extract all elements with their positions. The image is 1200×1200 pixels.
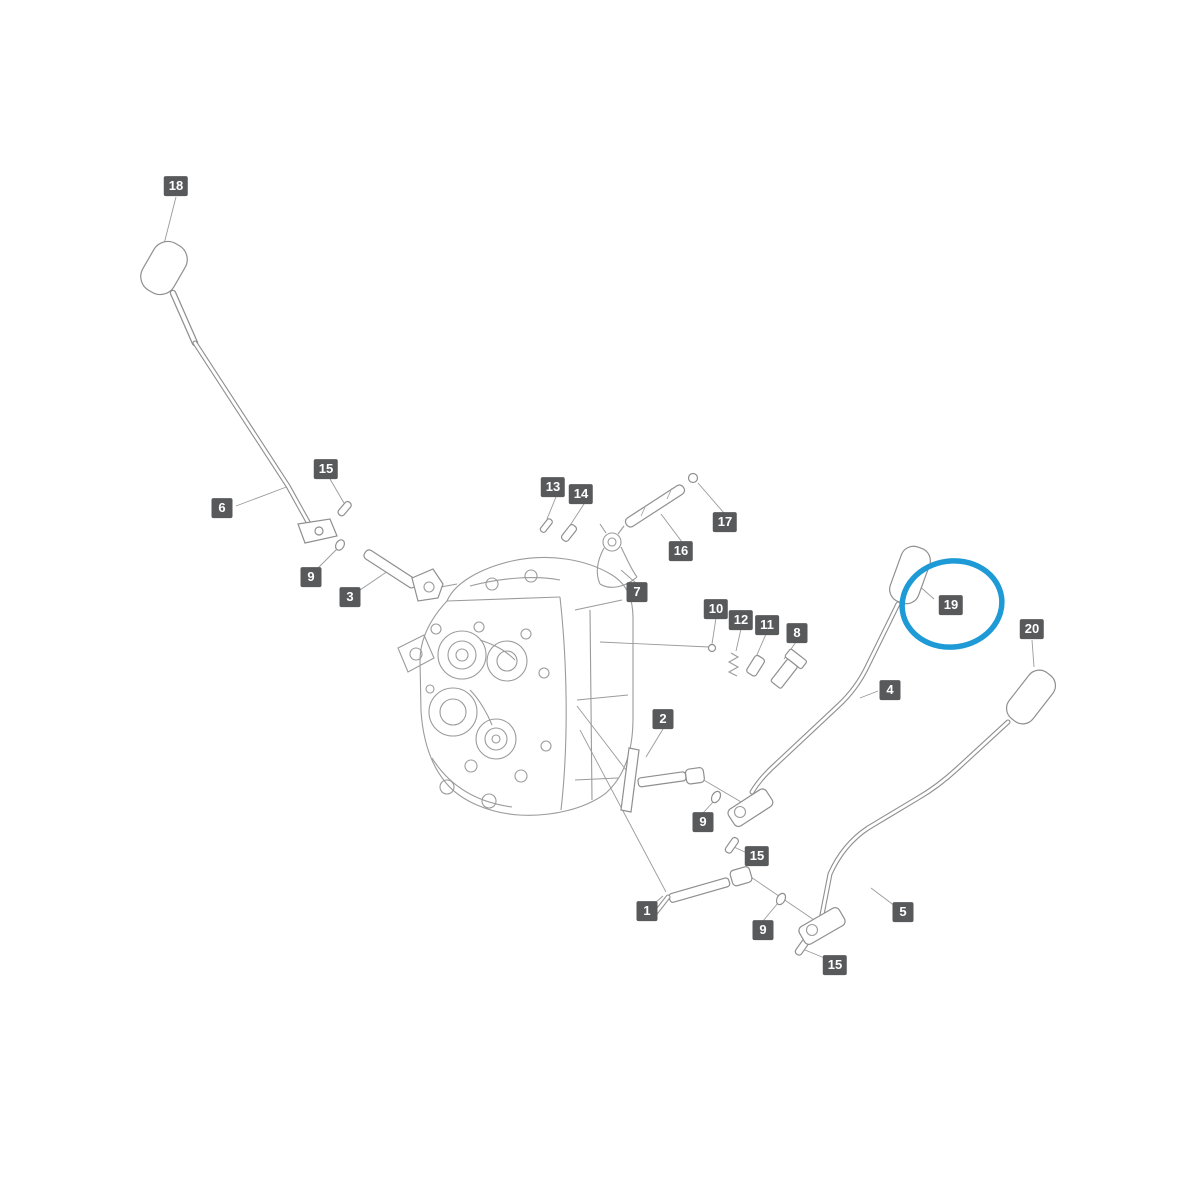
lever-1 <box>651 866 753 918</box>
gear-lever-6 <box>140 240 338 544</box>
highlight-circle <box>899 558 1005 650</box>
shift-knob-18 <box>140 240 188 296</box>
part-label-14[interactable]: 14 <box>568 484 594 504</box>
part-label-15c[interactable]: 15 <box>822 955 848 975</box>
part-label-12[interactable]: 12 <box>728 610 754 630</box>
transmission-housing <box>397 556 634 816</box>
pin-14 <box>560 524 578 542</box>
bolt-8 <box>770 648 808 689</box>
part-label-13[interactable]: 13 <box>540 477 566 497</box>
washer-9a <box>334 539 346 551</box>
part-label-5[interactable]: 5 <box>892 902 914 922</box>
shift-knob-19 <box>889 545 931 605</box>
pin-15a <box>337 500 352 517</box>
part-label-18[interactable]: 18 <box>163 176 189 196</box>
gear-lever-4 <box>727 545 931 828</box>
part-label-7[interactable]: 7 <box>626 582 648 602</box>
pin-13 <box>539 518 553 533</box>
part-label-9b[interactable]: 9 <box>692 812 714 832</box>
part-label-15b[interactable]: 15 <box>744 846 770 866</box>
shift-shaft-3 <box>363 549 444 602</box>
part-label-4[interactable]: 4 <box>879 680 901 700</box>
part-label-11[interactable]: 11 <box>755 615 779 635</box>
part-label-10[interactable]: 10 <box>703 599 729 619</box>
part-label-1[interactable]: 1 <box>636 901 658 921</box>
gear-lever-5 <box>798 669 1057 945</box>
ball-17 <box>687 472 699 484</box>
washer-9b <box>710 790 722 804</box>
part-label-19[interactable]: 19 <box>938 595 964 615</box>
part-label-9c[interactable]: 9 <box>752 920 774 940</box>
part-label-9a[interactable]: 9 <box>300 567 322 587</box>
part-label-6[interactable]: 6 <box>211 498 233 518</box>
ball-10 <box>707 643 717 653</box>
part-label-2[interactable]: 2 <box>652 709 674 729</box>
part-label-16[interactable]: 16 <box>668 541 694 561</box>
shift-knob-20 <box>1005 669 1057 725</box>
part-label-20[interactable]: 20 <box>1019 619 1045 639</box>
part-label-17[interactable]: 17 <box>712 512 738 532</box>
part-label-3[interactable]: 3 <box>339 587 361 607</box>
washer-9c <box>775 892 787 906</box>
lever-2 <box>620 747 705 813</box>
shift-rail-16 <box>624 484 686 528</box>
spring-12 <box>727 652 740 677</box>
part-label-15a[interactable]: 15 <box>313 459 339 479</box>
plug-11 <box>746 654 766 677</box>
pin-15b <box>724 836 740 854</box>
part-label-8[interactable]: 8 <box>786 623 808 643</box>
shift-fork-7 <box>596 523 638 588</box>
